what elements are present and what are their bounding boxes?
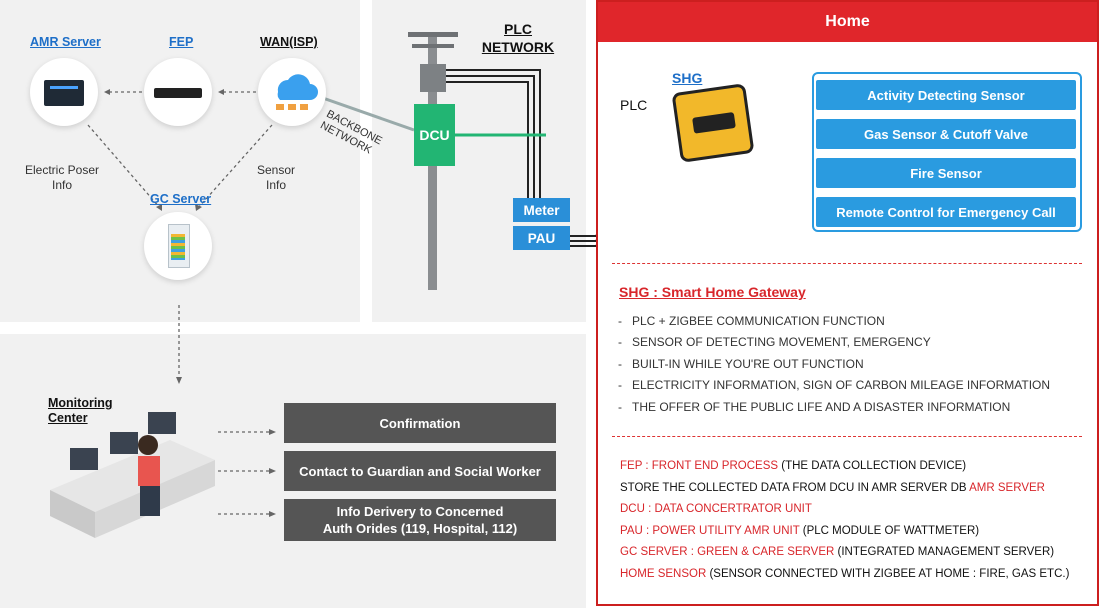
shg-bullet-2-text: SENSOR OF DETECTING MOVEMENT, EMERGENCY xyxy=(632,335,931,349)
pau-tag: PAU xyxy=(513,226,570,250)
def-dcu-term: DCU : DATA CONCERTRATOR UNIT xyxy=(620,503,812,515)
shg-bullet-3-text: BUILT-IN WHILE YOU'RE OUT FUNCTION xyxy=(632,357,864,371)
shg-bullet-4-text: ELECTRICITY INFORMATION, SIGN OF CARBON … xyxy=(632,378,1051,392)
shg-label: SHG xyxy=(672,70,703,86)
def-store-desc: STORE THE COLLECTED DATA FROM DCU IN AMR… xyxy=(620,482,970,494)
def-fep-term: FEP : FRONT END PROCESS xyxy=(620,460,779,472)
server-rack-icon xyxy=(44,80,84,106)
sensor-info-caption: Sensor Info xyxy=(246,163,306,193)
plc-network-title: PLC NETWORK xyxy=(470,20,566,56)
action-info-delivery: Info Derivery to Concerned Auth Orides (… xyxy=(284,499,556,541)
gc-server-stripe xyxy=(171,234,185,260)
monitoring-center-label: Monitoring Center xyxy=(48,396,113,426)
wan-node xyxy=(258,58,326,126)
monitoring-desk-illustration xyxy=(50,412,215,538)
sensor-activity: Activity Detecting Sensor xyxy=(816,80,1076,110)
plc-home-label: PLC xyxy=(620,97,648,113)
home-divider-2 xyxy=(612,436,1082,437)
sensor-caption-line2: Info xyxy=(265,178,286,192)
home-title: Home xyxy=(598,2,1097,42)
def-gc-desc: (INTEGRATED MANAGEMENT SERVER) xyxy=(834,546,1055,558)
home-divider-1 xyxy=(612,263,1082,264)
def-pau: PAU : POWER UTILITY AMR UNIT (PLC MODULE… xyxy=(620,525,979,537)
wan-label: WAN(ISP) xyxy=(260,35,318,49)
shg-heading: SHG : Smart Home Gateway xyxy=(619,284,806,300)
electric-caption-line1: Electric Poser xyxy=(24,163,100,177)
def-home-sensor-desc: (SENSOR CONNECTED WITH ZIGBEE AT HOME : … xyxy=(706,568,1070,580)
fep-device-icon xyxy=(154,88,202,98)
action-info-delivery-line2: Auth Orides (119, Hospital, 112) xyxy=(322,521,518,536)
shg-device-panel xyxy=(692,112,736,134)
meter-tag: Meter xyxy=(513,198,570,222)
shg-bullet-1-text: PLC + ZIGBEE COMMUNICATION FUNCTION xyxy=(632,314,885,328)
shg-bullet-2: - SENSOR OF DETECTING MOVEMENT, EMERGENC… xyxy=(618,335,931,349)
electric-caption-line2: Info xyxy=(51,178,72,192)
shg-bullet-3: - BUILT-IN WHILE YOU'RE OUT FUNCTION xyxy=(618,357,864,371)
gc-server-node xyxy=(144,212,212,280)
monitoring-label-line1: Monitoring xyxy=(48,396,113,410)
def-dcu: DCU : DATA CONCERTRATOR UNIT xyxy=(620,503,812,515)
cloud-network-icon xyxy=(276,74,318,110)
def-fep-desc: (THE DATA COLLECTION DEVICE) xyxy=(778,460,967,472)
plc-title-line2: NETWORK xyxy=(481,39,555,55)
def-home-sensor-term: HOME SENSOR xyxy=(620,568,707,580)
def-pau-desc: (PLC MODULE OF WATTMETER) xyxy=(799,525,980,537)
def-gc-term: GC SERVER : GREEN & CARE SERVER xyxy=(620,546,835,558)
server-rack-leds xyxy=(50,86,78,89)
sensor-caption-line1: Sensor xyxy=(256,163,296,177)
sensor-fire: Fire Sensor xyxy=(816,158,1076,188)
amr-server-node xyxy=(30,58,98,126)
sensor-gas: Gas Sensor & Cutoff Valve xyxy=(816,119,1076,149)
amr-server-label: AMR Server xyxy=(30,35,101,49)
fep-node xyxy=(144,58,212,126)
action-confirmation: Confirmation xyxy=(284,403,556,443)
def-gc: GC SERVER : GREEN & CARE SERVER (INTEGRA… xyxy=(620,546,1054,558)
electric-info-caption: Electric Poser Info xyxy=(14,163,110,193)
def-store-term: AMR SERVER xyxy=(969,482,1045,494)
monitoring-label-line2: Center xyxy=(48,411,88,425)
fep-label: FEP xyxy=(169,35,194,49)
action-contact-guardian: Contact to Guardian and Social Worker xyxy=(284,451,556,491)
shg-bullet-5: - THE OFFER OF THE PUBLIC LIFE AND A DIS… xyxy=(618,400,1011,414)
def-fep: FEP : FRONT END PROCESS (THE DATA COLLEC… xyxy=(620,460,966,472)
dcu-box: DCU xyxy=(414,104,455,166)
plc-title-line1: PLC xyxy=(504,21,532,37)
def-home-sensor: HOME SENSOR (SENSOR CONNECTED WITH ZIGBE… xyxy=(620,568,1069,580)
sensor-remote-control: Remote Control for Emergency Call xyxy=(816,197,1076,227)
action-info-delivery-line1: Info Derivery to Concerned xyxy=(336,504,504,519)
shg-device-icon xyxy=(671,83,755,163)
shg-bullet-5-text: THE OFFER OF THE PUBLIC LIFE AND A DISAS… xyxy=(632,400,1011,414)
gc-server-label: GC Server xyxy=(150,192,212,206)
shg-bullet-4: - ELECTRICITY INFORMATION, SIGN OF CARBO… xyxy=(618,378,1051,392)
shg-bullet-1: - PLC + ZIGBEE COMMUNICATION FUNCTION xyxy=(618,314,885,328)
def-pau-term: PAU : POWER UTILITY AMR UNIT xyxy=(620,525,800,537)
plc-panel xyxy=(372,0,586,322)
def-store: STORE THE COLLECTED DATA FROM DCU IN AMR… xyxy=(620,482,1045,494)
